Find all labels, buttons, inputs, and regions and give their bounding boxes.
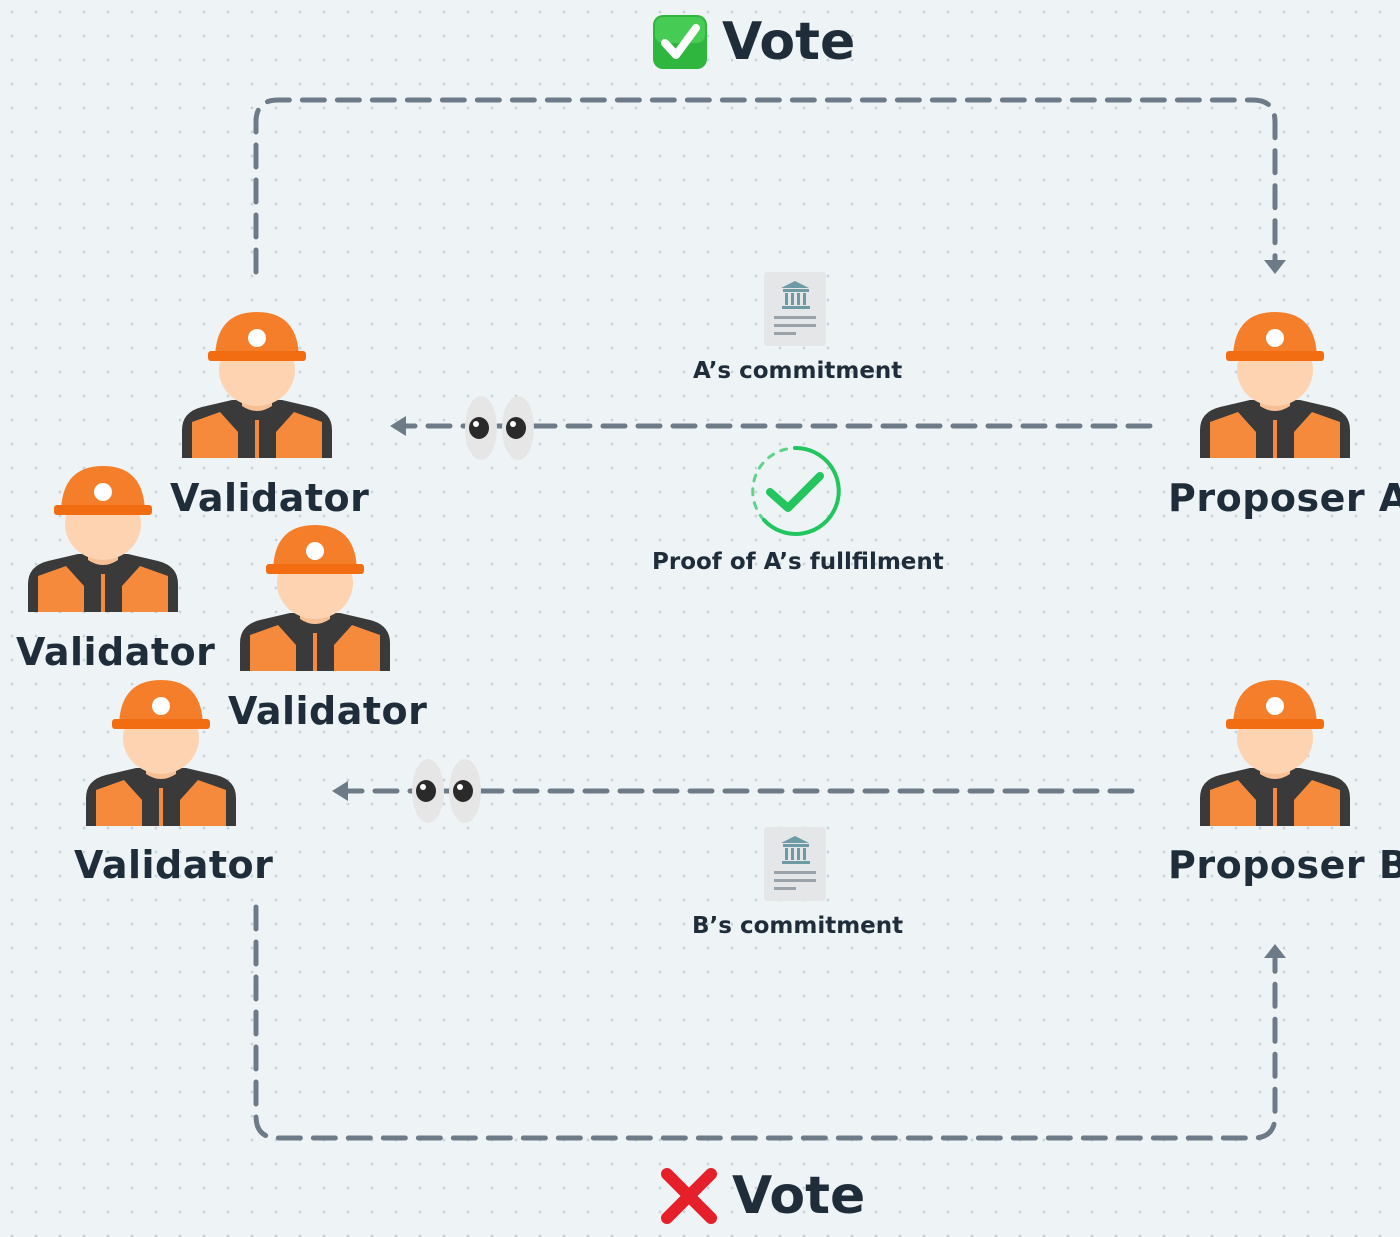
eyes-icon (464, 395, 536, 461)
vote-reject-title: Vote (732, 1166, 866, 1226)
proposer-b-label: Proposer B (1168, 843, 1400, 887)
validator-label: Validator (228, 689, 428, 733)
proposer-a-arrowhead (390, 416, 406, 436)
validator-label: Validator (170, 476, 370, 520)
proposer-b-worker-icon (1200, 676, 1350, 828)
commitment-document-icon (764, 272, 826, 346)
vote-approve-title: Vote (722, 12, 856, 72)
validator-worker-icon (28, 462, 178, 614)
vote-approve-arrowhead (1264, 260, 1286, 274)
vote-reject-path (253, 904, 1278, 1141)
proof-label: Proof of A’s fullfilment (652, 549, 944, 575)
check-circle-icon (748, 444, 842, 538)
eyes-icon (411, 758, 483, 824)
validator-worker-icon (182, 308, 332, 460)
check-mark-button-emoji (652, 14, 708, 70)
vote-reject-arrowhead (1264, 944, 1286, 958)
validator-label: Validator (16, 630, 216, 674)
proposer-a-worker-icon (1200, 308, 1350, 460)
validator-worker-icon (240, 521, 390, 673)
b-commitment-label: B’s commitment (692, 913, 904, 939)
cross-mark-emoji (661, 1168, 717, 1224)
validator-worker-icon (86, 676, 236, 828)
proposer-a-label: Proposer A (1168, 476, 1400, 520)
proposer-b-arrowhead (332, 781, 348, 801)
vote-approve-path (253, 97, 1278, 275)
commitment-document-icon (764, 827, 826, 901)
a-commitment-label: A’s commitment (693, 358, 903, 384)
validator-label: Validator (74, 843, 274, 887)
